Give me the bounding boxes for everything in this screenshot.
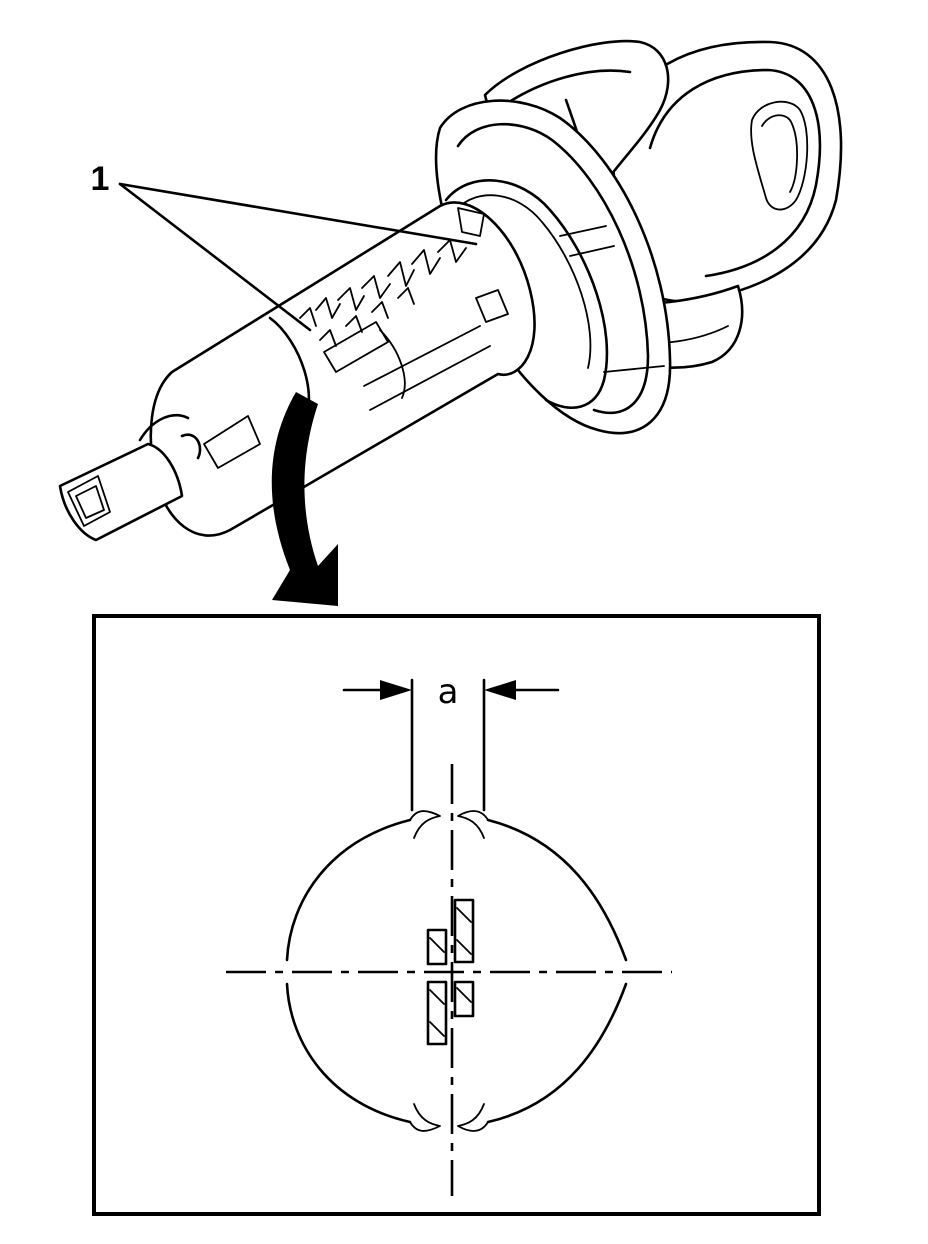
callout-number-1: 1 <box>91 160 110 198</box>
wafer-upper-right <box>453 898 475 964</box>
tumbler-wafers <box>299 239 467 347</box>
dimension-label-a: a <box>438 672 459 712</box>
dimension-arrow-icon <box>484 680 516 700</box>
dimension-a <box>342 678 560 812</box>
lock-cylinder-illustration <box>58 39 843 542</box>
wafer-lower-left <box>426 980 448 1046</box>
cylinder-cross-section <box>226 764 672 1196</box>
wafer-lower-right <box>453 980 475 1018</box>
detail-frame <box>92 614 821 1216</box>
callout-1-leaders <box>118 182 478 332</box>
cylinder-tip <box>58 415 261 542</box>
dimension-arrow-icon <box>380 680 412 700</box>
cylinder-body <box>138 201 536 537</box>
wafer-upper-left <box>426 928 448 966</box>
curved-arrow-icon <box>271 392 338 606</box>
